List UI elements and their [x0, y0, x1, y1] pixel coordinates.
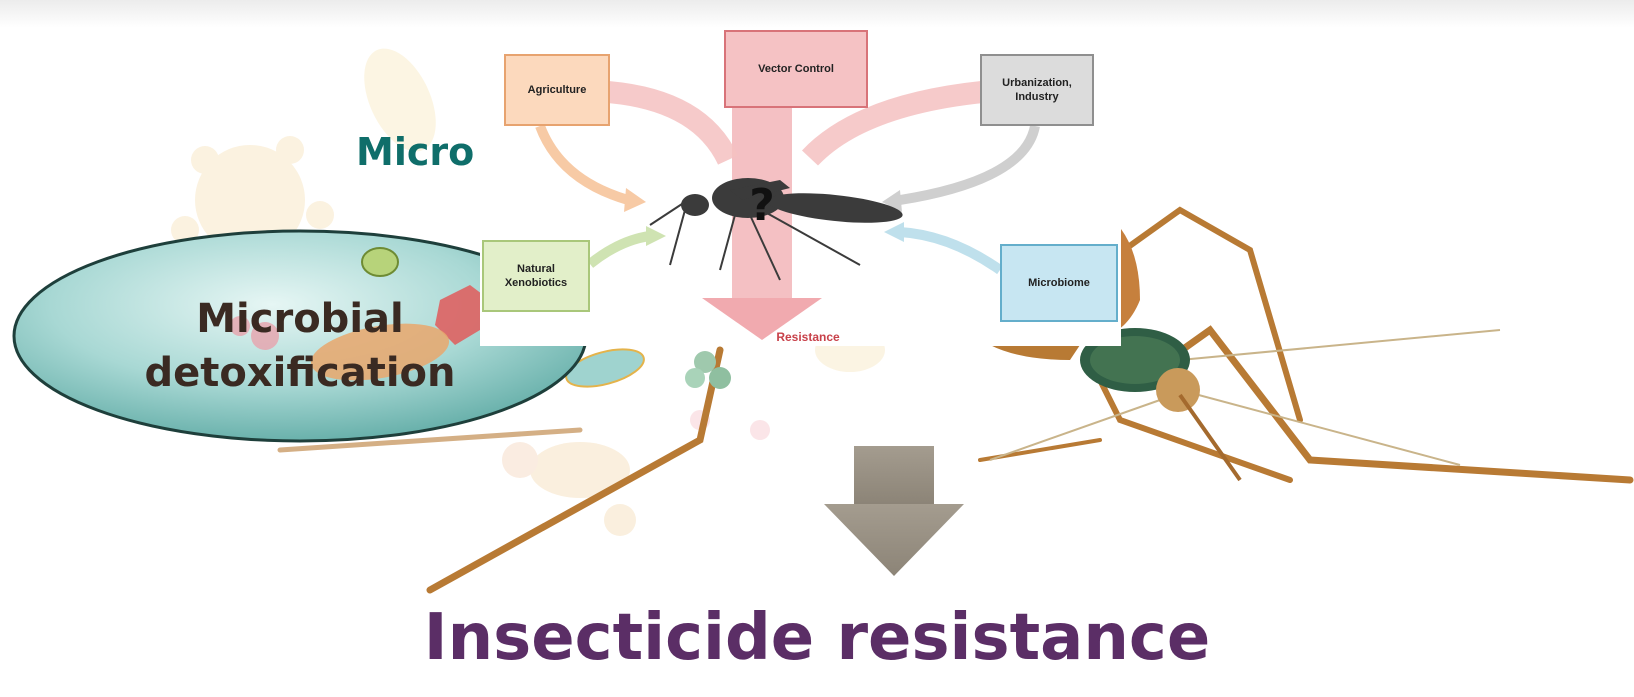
node-microbiome-label: Microbiome: [1028, 276, 1090, 290]
node-natural-line-1: Natural: [505, 262, 567, 276]
ellipse-label-line-2: detoxification: [120, 346, 480, 400]
urbanization-arrow-grey: [900, 126, 1035, 200]
node-urbanization: Urbanization, Industry: [980, 54, 1094, 126]
ellipse-label-line-1: Microbial: [120, 292, 480, 346]
node-vector-control: Vector Control: [724, 30, 868, 108]
ellipse-label: Microbial detoxification: [120, 292, 480, 400]
agriculture-arrow-orange: [540, 126, 628, 200]
resistance-output-label: Resistance: [748, 330, 868, 344]
down-arrow-icon: [824, 446, 964, 586]
mosquito-silhouette: [681, 178, 904, 228]
slide-title: Insecticide resistance: [0, 600, 1634, 676]
microbiome-arrow: [900, 232, 1000, 270]
node-microbiome: Microbiome: [1000, 244, 1118, 322]
natural-arrow: [590, 236, 650, 264]
center-question-mark: ?: [749, 180, 775, 231]
node-agriculture: Agriculture: [504, 54, 610, 126]
node-natural-xenobiotics: Natural Xenobiotics: [482, 240, 590, 312]
node-natural-line-2: Xenobiotics: [505, 276, 567, 290]
resistance-factors-diagram: ? Agriculture Vector Control Urbanizatio…: [480, 30, 1121, 346]
partial-heading: Micro: [356, 130, 474, 174]
node-urbanization-line-1: Urbanization,: [1002, 76, 1072, 90]
agriculture-arrow-pink: [608, 92, 728, 160]
node-agriculture-label: Agriculture: [528, 83, 587, 97]
node-urbanization-line-2: Industry: [1002, 90, 1072, 104]
node-vector-control-label: Vector Control: [758, 62, 834, 76]
